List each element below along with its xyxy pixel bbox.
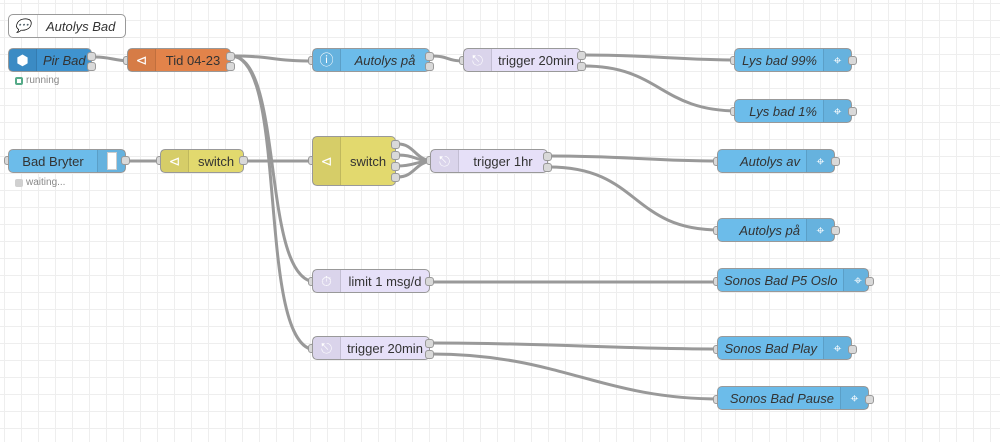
router-icon: ⌖ — [843, 269, 872, 291]
node-label: Lys bad 99% — [742, 52, 817, 68]
status-waiting: waiting... — [15, 177, 65, 188]
tid-node[interactable]: ⊲ Tid 04-23 — [127, 48, 231, 72]
autolys-pa-in-node[interactable]: ⓘ Autolys på — [312, 48, 430, 72]
output-port[interactable] — [239, 156, 248, 165]
autolys-av-node[interactable]: Autolys av ⌖ — [717, 149, 835, 173]
trigger-20min-bottom-node[interactable]: ⎋ trigger 20min — [312, 336, 430, 360]
output-port[interactable] — [577, 51, 586, 60]
sonos-p5-node[interactable]: Sonos Bad P5 Oslo ⌖ — [717, 268, 872, 292]
status-running: running — [15, 75, 59, 86]
output-port[interactable] — [391, 151, 400, 160]
comment-node[interactable]: 💬 Autolys Bad — [8, 14, 126, 38]
wire[interactable] — [583, 53, 739, 62]
output-port[interactable] — [87, 52, 96, 61]
output-port[interactable] — [831, 157, 840, 166]
output-port[interactable] — [425, 52, 434, 61]
node-label: trigger 1hr — [473, 153, 533, 169]
node-label: Sonos Bad Pause — [729, 390, 834, 406]
sensor-icon: ⬢ — [9, 49, 37, 71]
output-port[interactable] — [425, 339, 434, 348]
router-icon: ⌖ — [806, 150, 834, 172]
node-label: Autolys på — [739, 222, 800, 238]
router-icon: ⌖ — [823, 100, 851, 122]
switch-big-node[interactable]: ⊲ switch — [312, 136, 396, 186]
status-dot — [15, 76, 23, 85]
output-port[interactable] — [425, 277, 434, 286]
trigger-1hr-node[interactable]: ⎋ trigger 1hr — [430, 149, 548, 173]
output-port[interactable] — [831, 226, 840, 235]
switch-icon: ⊲ — [161, 150, 189, 172]
output-port[interactable] — [226, 52, 235, 61]
limit-node[interactable]: ⏱ limit 1 msg/d — [312, 269, 430, 293]
node-label: Sonos Bad P5 Oslo — [724, 272, 838, 288]
output-port[interactable] — [543, 152, 552, 161]
switch-icon: ⊲ — [313, 137, 341, 185]
timer-icon: ⏱ — [313, 270, 341, 292]
status-dot — [15, 178, 23, 187]
output-port[interactable] — [391, 162, 400, 171]
node-label: switch — [349, 153, 387, 169]
node-label: Lys bad 1% — [749, 103, 817, 119]
node-label: Bad Bryter — [22, 153, 84, 169]
node-label: Pir Bad — [43, 52, 86, 68]
output-port[interactable] — [425, 350, 434, 359]
output-port[interactable] — [848, 345, 857, 354]
node-label: trigger 20min — [498, 52, 574, 68]
output-port[interactable] — [848, 56, 857, 65]
node-label: switch — [197, 153, 235, 169]
wire[interactable] — [548, 165, 721, 232]
output-port[interactable] — [87, 62, 96, 71]
wire[interactable] — [430, 352, 721, 401]
wire[interactable] — [583, 64, 739, 113]
router-icon: ⌖ — [840, 387, 868, 409]
info-icon: ⓘ — [313, 49, 341, 71]
switch-small-node[interactable]: ⊲ switch — [160, 149, 244, 173]
output-port[interactable] — [543, 163, 552, 172]
output-port[interactable] — [391, 140, 400, 149]
output-port[interactable] — [121, 156, 130, 165]
node-label: limit 1 msg/d — [348, 273, 422, 289]
node-label: Autolys på — [354, 52, 416, 68]
bad-bryter-node[interactable]: Bad Bryter — [8, 149, 126, 173]
node-label: Autolys av — [740, 153, 800, 169]
trigger-icon: ⎋ — [431, 150, 459, 172]
comment-label: Autolys Bad — [46, 18, 116, 34]
wire[interactable] — [430, 341, 721, 351]
pir-bad-node[interactable]: ⬢ Pir Bad — [8, 48, 92, 72]
trigger-20min-top-node[interactable]: ⎋ trigger 20min — [463, 48, 581, 72]
sonos-play-node[interactable]: Sonos Bad Play ⌖ — [717, 336, 852, 360]
node-label: Sonos Bad Play — [724, 340, 817, 356]
node-label: Tid 04-23 — [165, 52, 221, 68]
lys-bad-99-node[interactable]: Lys bad 99% ⌖ — [734, 48, 852, 72]
switch-icon: ⊲ — [128, 49, 156, 71]
wire[interactable] — [230, 54, 317, 352]
output-port[interactable] — [425, 62, 434, 71]
router-icon: ⌖ — [823, 337, 851, 359]
output-port[interactable] — [865, 395, 874, 404]
wire[interactable] — [548, 154, 721, 163]
sonos-pause-node[interactable]: Sonos Bad Pause ⌖ — [717, 386, 869, 410]
output-port[interactable] — [391, 173, 400, 182]
output-port[interactable] — [865, 277, 874, 286]
autolys-pa-out-node[interactable]: Autolys på ⌖ — [717, 218, 835, 242]
output-port[interactable] — [226, 62, 235, 71]
output-port[interactable] — [577, 62, 586, 71]
wire[interactable] — [230, 54, 317, 63]
button-icon — [97, 150, 125, 172]
trigger-icon: ⎋ — [313, 337, 341, 359]
router-icon: ⌖ — [823, 49, 851, 71]
router-icon: ⌖ — [806, 219, 834, 241]
comment-icon: 💬 — [9, 15, 38, 37]
node-label: trigger 20min — [347, 340, 423, 356]
lys-bad-1-node[interactable]: Lys bad 1% ⌖ — [734, 99, 852, 123]
trigger-icon: ⎋ — [464, 49, 492, 71]
output-port[interactable] — [848, 107, 857, 116]
